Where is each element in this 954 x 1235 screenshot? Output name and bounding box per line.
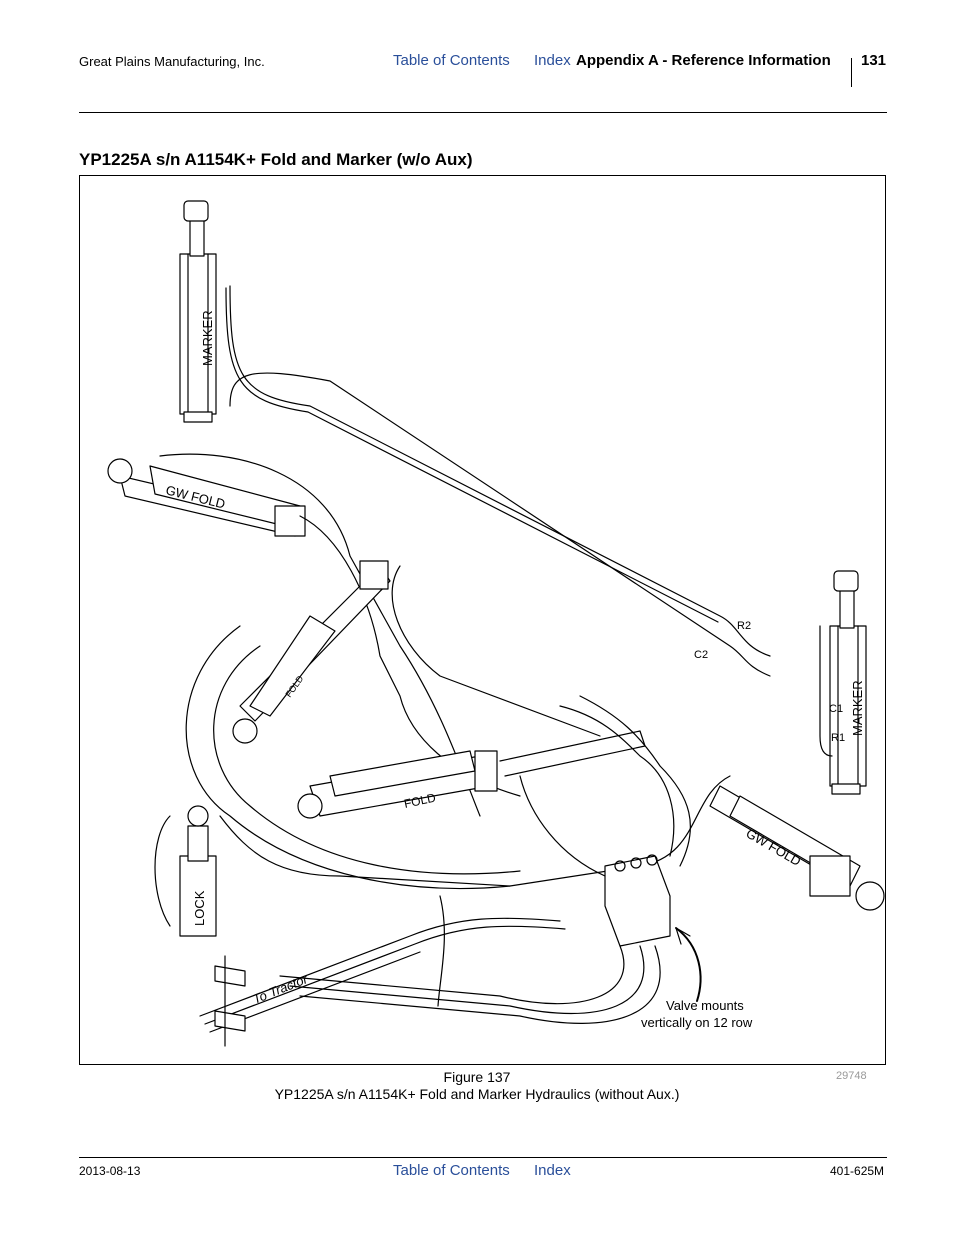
gw-fold-cylinder-left	[107, 458, 306, 537]
label-valve-note-2: vertically on 12 row	[641, 1015, 753, 1030]
page-title: YP1225A s/n A1154K+ Fold and Marker (w/o…	[79, 150, 473, 169]
label-fold-center: FOLD	[403, 791, 438, 811]
fold-cylinder-center	[297, 750, 498, 819]
footer-rule	[79, 1157, 887, 1158]
hydraulic-diagram: MARKER MARKER GW FOLD GW FOLD FOLD FOLD …	[107, 200, 885, 1047]
label-marker-right: MARKER	[850, 680, 865, 736]
label-r2: R2	[737, 620, 751, 632]
footer-date: 2013-08-13	[79, 1164, 141, 1178]
figure-caption: YP1225A s/n A1154K+ Fold and Marker Hydr…	[274, 1086, 680, 1102]
lock-cylinder	[154, 805, 511, 937]
label-lock: LOCK	[192, 890, 207, 926]
header-index-link[interactable]: Index	[534, 52, 571, 69]
section-title: Appendix A - Reference Information	[576, 52, 831, 69]
label-c1: C1	[829, 703, 843, 715]
footer-toc-link[interactable]: Table of Contents	[393, 1162, 510, 1179]
label-marker-top: MARKER	[200, 310, 215, 366]
footer-index-link[interactable]: Index	[534, 1162, 571, 1179]
page-number: 131	[861, 52, 887, 69]
figure-id: 29748	[836, 1070, 867, 1082]
label-valve-note-1: Valve mounts	[666, 998, 744, 1013]
valve-manifold	[604, 854, 671, 947]
header-toc-link[interactable]: Table of Contents	[393, 52, 510, 69]
fold-frame-tube	[232, 560, 391, 744]
marker-cylinder-right	[819, 570, 867, 795]
label-c2: C2	[694, 649, 708, 661]
figure-frame: MARKER MARKER GW FOLD GW FOLD FOLD FOLD …	[79, 175, 886, 1065]
label-r1: R1	[831, 732, 845, 744]
figure-number: Figure 137	[443, 1069, 511, 1085]
header-divider	[851, 58, 852, 87]
company-name: Great Plains Manufacturing, Inc.	[79, 54, 265, 69]
header-rule	[79, 112, 887, 113]
marker-cylinder-top-left	[179, 200, 217, 423]
footer-doc-number: 401-625M	[830, 1164, 885, 1178]
gw-fold-cylinder-right	[709, 785, 885, 911]
